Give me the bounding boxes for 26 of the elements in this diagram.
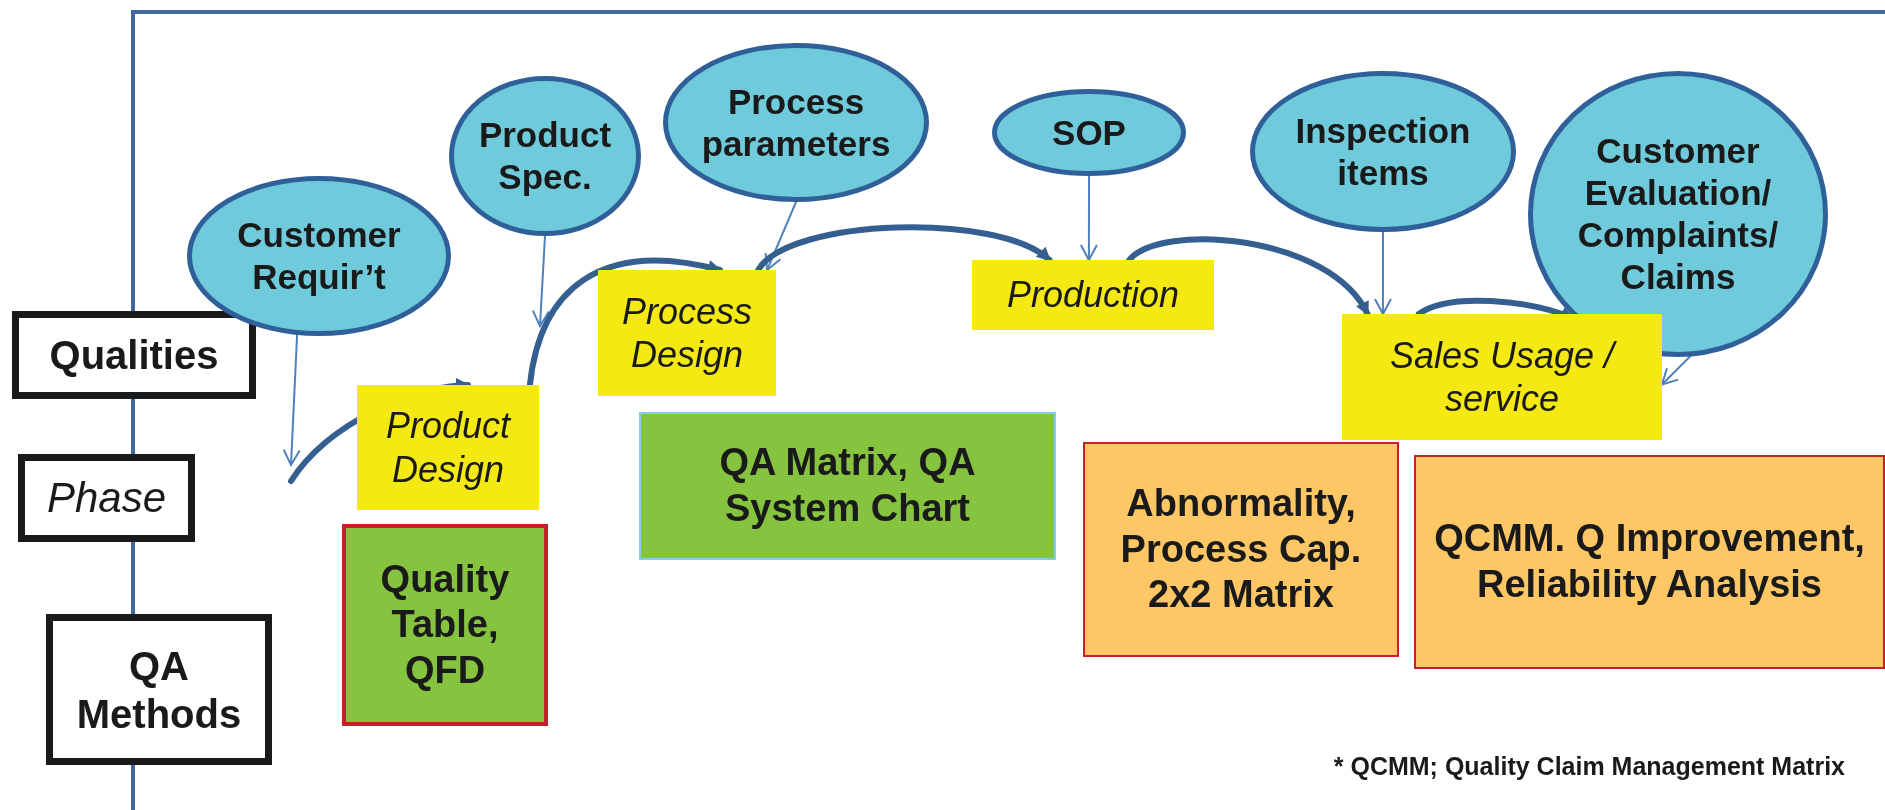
oval-bubble: Product Spec. (449, 76, 641, 236)
phase-box: Sales Usage / service (1342, 314, 1662, 440)
oval-bubble: Inspection items (1250, 71, 1516, 232)
method-box: Quality Table, QFD (342, 524, 548, 726)
row-header-box: Phase (18, 454, 195, 542)
curved-arrow (1126, 236, 1371, 317)
arrow (282, 333, 301, 466)
footnote: * QCMM; Quality Claim Management Matrix (1333, 752, 1845, 781)
phase-box: Production (972, 260, 1214, 330)
row-header-box: QA Methods (46, 614, 272, 765)
curved-arrow (526, 257, 723, 388)
method-box: Abnormality, Process Cap. 2x2 Matrix (1083, 442, 1399, 657)
oval-bubble: SOP (992, 89, 1186, 176)
method-box: QCMM. Q Improvement, Reliability Analysis (1414, 455, 1885, 669)
method-box: QA Matrix, QA System Chart (639, 412, 1056, 560)
oval-bubble: Customer Requir’t (187, 176, 451, 336)
phase-box: Process Design (598, 270, 776, 396)
arrow (1661, 355, 1691, 386)
oval-bubble: Process parameters (663, 43, 929, 202)
phase-box: Product Design (357, 385, 539, 510)
curved-arrow (755, 224, 1053, 273)
arrow (531, 235, 550, 327)
arrow (1079, 175, 1098, 261)
arrow (764, 201, 797, 271)
row-header-box: Qualities (12, 311, 256, 399)
arrow (1373, 231, 1392, 315)
